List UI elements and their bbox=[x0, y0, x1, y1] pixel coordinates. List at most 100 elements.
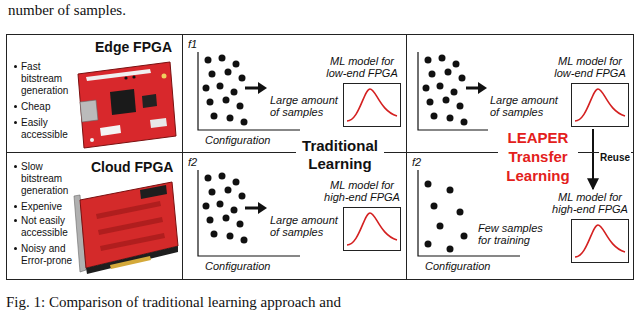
continued-text: number of samples. bbox=[8, 2, 126, 18]
sample-dots bbox=[233, 61, 240, 68]
sample-dots bbox=[425, 181, 432, 188]
sample-dots bbox=[431, 113, 438, 120]
thick-arrows bbox=[245, 207, 260, 210]
sample-dots bbox=[447, 115, 454, 122]
sample-dots bbox=[219, 55, 226, 62]
sample-dots bbox=[451, 89, 458, 96]
thick-arrows bbox=[466, 87, 480, 90]
bullet-text: Expenive bbox=[21, 201, 77, 213]
bullet-text: Fast bitstream generation bbox=[21, 61, 77, 97]
sample-note: Large amount of samples bbox=[270, 214, 340, 238]
model-box: ML model for low-end FPGA bbox=[321, 55, 403, 127]
sample-dots bbox=[241, 119, 248, 126]
sample-dots bbox=[461, 233, 468, 240]
sample-dots bbox=[439, 55, 446, 62]
sample-dots bbox=[203, 203, 210, 210]
sample-dots bbox=[217, 83, 224, 90]
sample-dots bbox=[205, 57, 212, 64]
sample-dots bbox=[239, 193, 246, 200]
edge-fpga-board bbox=[142, 94, 157, 108]
sample-note: Large amount of samples bbox=[270, 94, 340, 118]
sample-dots bbox=[447, 187, 454, 194]
bullet-text: Cheap bbox=[21, 101, 77, 113]
sample-dots bbox=[227, 115, 234, 122]
bullet-text: Easily accessible bbox=[21, 117, 77, 141]
edge-fpga-board bbox=[86, 69, 151, 81]
edge-fpga-board bbox=[78, 62, 176, 148]
sample-dots bbox=[223, 97, 230, 104]
axis-lines bbox=[198, 52, 300, 130]
sample-dots bbox=[445, 69, 452, 76]
sample-dots bbox=[207, 99, 214, 106]
sample-dots bbox=[205, 175, 212, 182]
reuse-arrow bbox=[592, 129, 594, 189]
plot-panel: f1Large amount of samplesConfiguration ML… bbox=[182, 34, 407, 153]
thick-arrows bbox=[258, 202, 267, 214]
sample-dots bbox=[225, 69, 232, 76]
sample-dots bbox=[239, 75, 246, 82]
axis-label: f2 bbox=[188, 156, 197, 168]
sample-dots bbox=[443, 97, 450, 104]
sample-dots bbox=[237, 221, 244, 228]
sample-dots bbox=[429, 71, 436, 78]
figure-caption: Fig. 1: Comparison of traditional learni… bbox=[6, 294, 341, 311]
sample-dots bbox=[231, 89, 238, 96]
sample-dots bbox=[427, 99, 434, 106]
curve-frame bbox=[343, 83, 401, 127]
edge-fpga-board bbox=[132, 75, 135, 78]
panel-title: Cloud FPGA bbox=[91, 159, 173, 175]
sample-dots bbox=[437, 83, 444, 90]
axis-label: Configuration bbox=[425, 260, 490, 272]
bullet-text: Slow bitstream generation bbox=[21, 161, 77, 197]
sample-dots bbox=[457, 209, 464, 216]
bullet-text: Noisy and Error-prone bbox=[21, 243, 77, 267]
bullet-text: Not easily accessible bbox=[21, 215, 77, 239]
axis-label: f1 bbox=[188, 38, 197, 50]
axis-lines bbox=[418, 52, 488, 130]
sample-dots bbox=[241, 237, 248, 244]
model-box: ML model for low-end FPGA bbox=[549, 55, 631, 127]
edge-fpga-board bbox=[124, 76, 127, 79]
sample-dots bbox=[237, 103, 244, 110]
edge-fpga-board bbox=[100, 125, 121, 136]
model-heading: ML model for low-end FPGA bbox=[549, 55, 631, 79]
sample-dots bbox=[227, 233, 234, 240]
edge-panel: Edge FPGAFast bitstream generationCheapE… bbox=[6, 34, 183, 153]
sample-dots bbox=[225, 187, 232, 194]
sample-dots bbox=[233, 179, 240, 186]
sample-note: Few samples for training bbox=[478, 222, 544, 246]
axis-lines bbox=[198, 52, 520, 256]
axis-label: Configuration bbox=[205, 260, 270, 272]
edge-label: Reuse bbox=[599, 152, 631, 164]
edge-fpga-board bbox=[110, 89, 136, 115]
thick-arrows bbox=[478, 82, 487, 94]
axis-label: f2 bbox=[412, 156, 421, 168]
sample-dots bbox=[431, 203, 438, 210]
model-curves bbox=[575, 89, 625, 121]
cloud-fpga-card bbox=[86, 246, 178, 274]
cloud-panel: Cloud FPGA Slow bitstream generationExpen… bbox=[6, 152, 183, 280]
cloud-fpga-card bbox=[100, 233, 165, 251]
model-curves bbox=[347, 89, 625, 257]
sample-dots bbox=[223, 215, 230, 222]
sample-dots bbox=[461, 119, 468, 126]
sample-dots bbox=[203, 85, 210, 92]
model-heading: ML model for low-end FPGA bbox=[321, 55, 403, 79]
edge-fpga-board bbox=[78, 62, 176, 148]
sample-dots bbox=[425, 241, 432, 248]
sample-dots bbox=[209, 71, 216, 78]
edge-fpga-board bbox=[80, 100, 98, 122]
curve-frame bbox=[571, 83, 629, 127]
cloud-fpga-card bbox=[74, 182, 178, 274]
cloud-fpga-card bbox=[140, 185, 167, 199]
sample-dots bbox=[459, 75, 466, 82]
axis-label: Configuration bbox=[205, 134, 270, 146]
model-heading: ML model for high-end FPGA bbox=[321, 179, 403, 203]
sample-dots bbox=[203, 55, 468, 253]
cloud-fpga-card bbox=[96, 201, 161, 219]
sample-dots bbox=[437, 223, 444, 230]
sample-dots bbox=[217, 201, 224, 208]
model-curves bbox=[347, 89, 397, 121]
sample-note: Large amount of samples bbox=[490, 94, 560, 118]
curve-frame bbox=[343, 207, 401, 251]
